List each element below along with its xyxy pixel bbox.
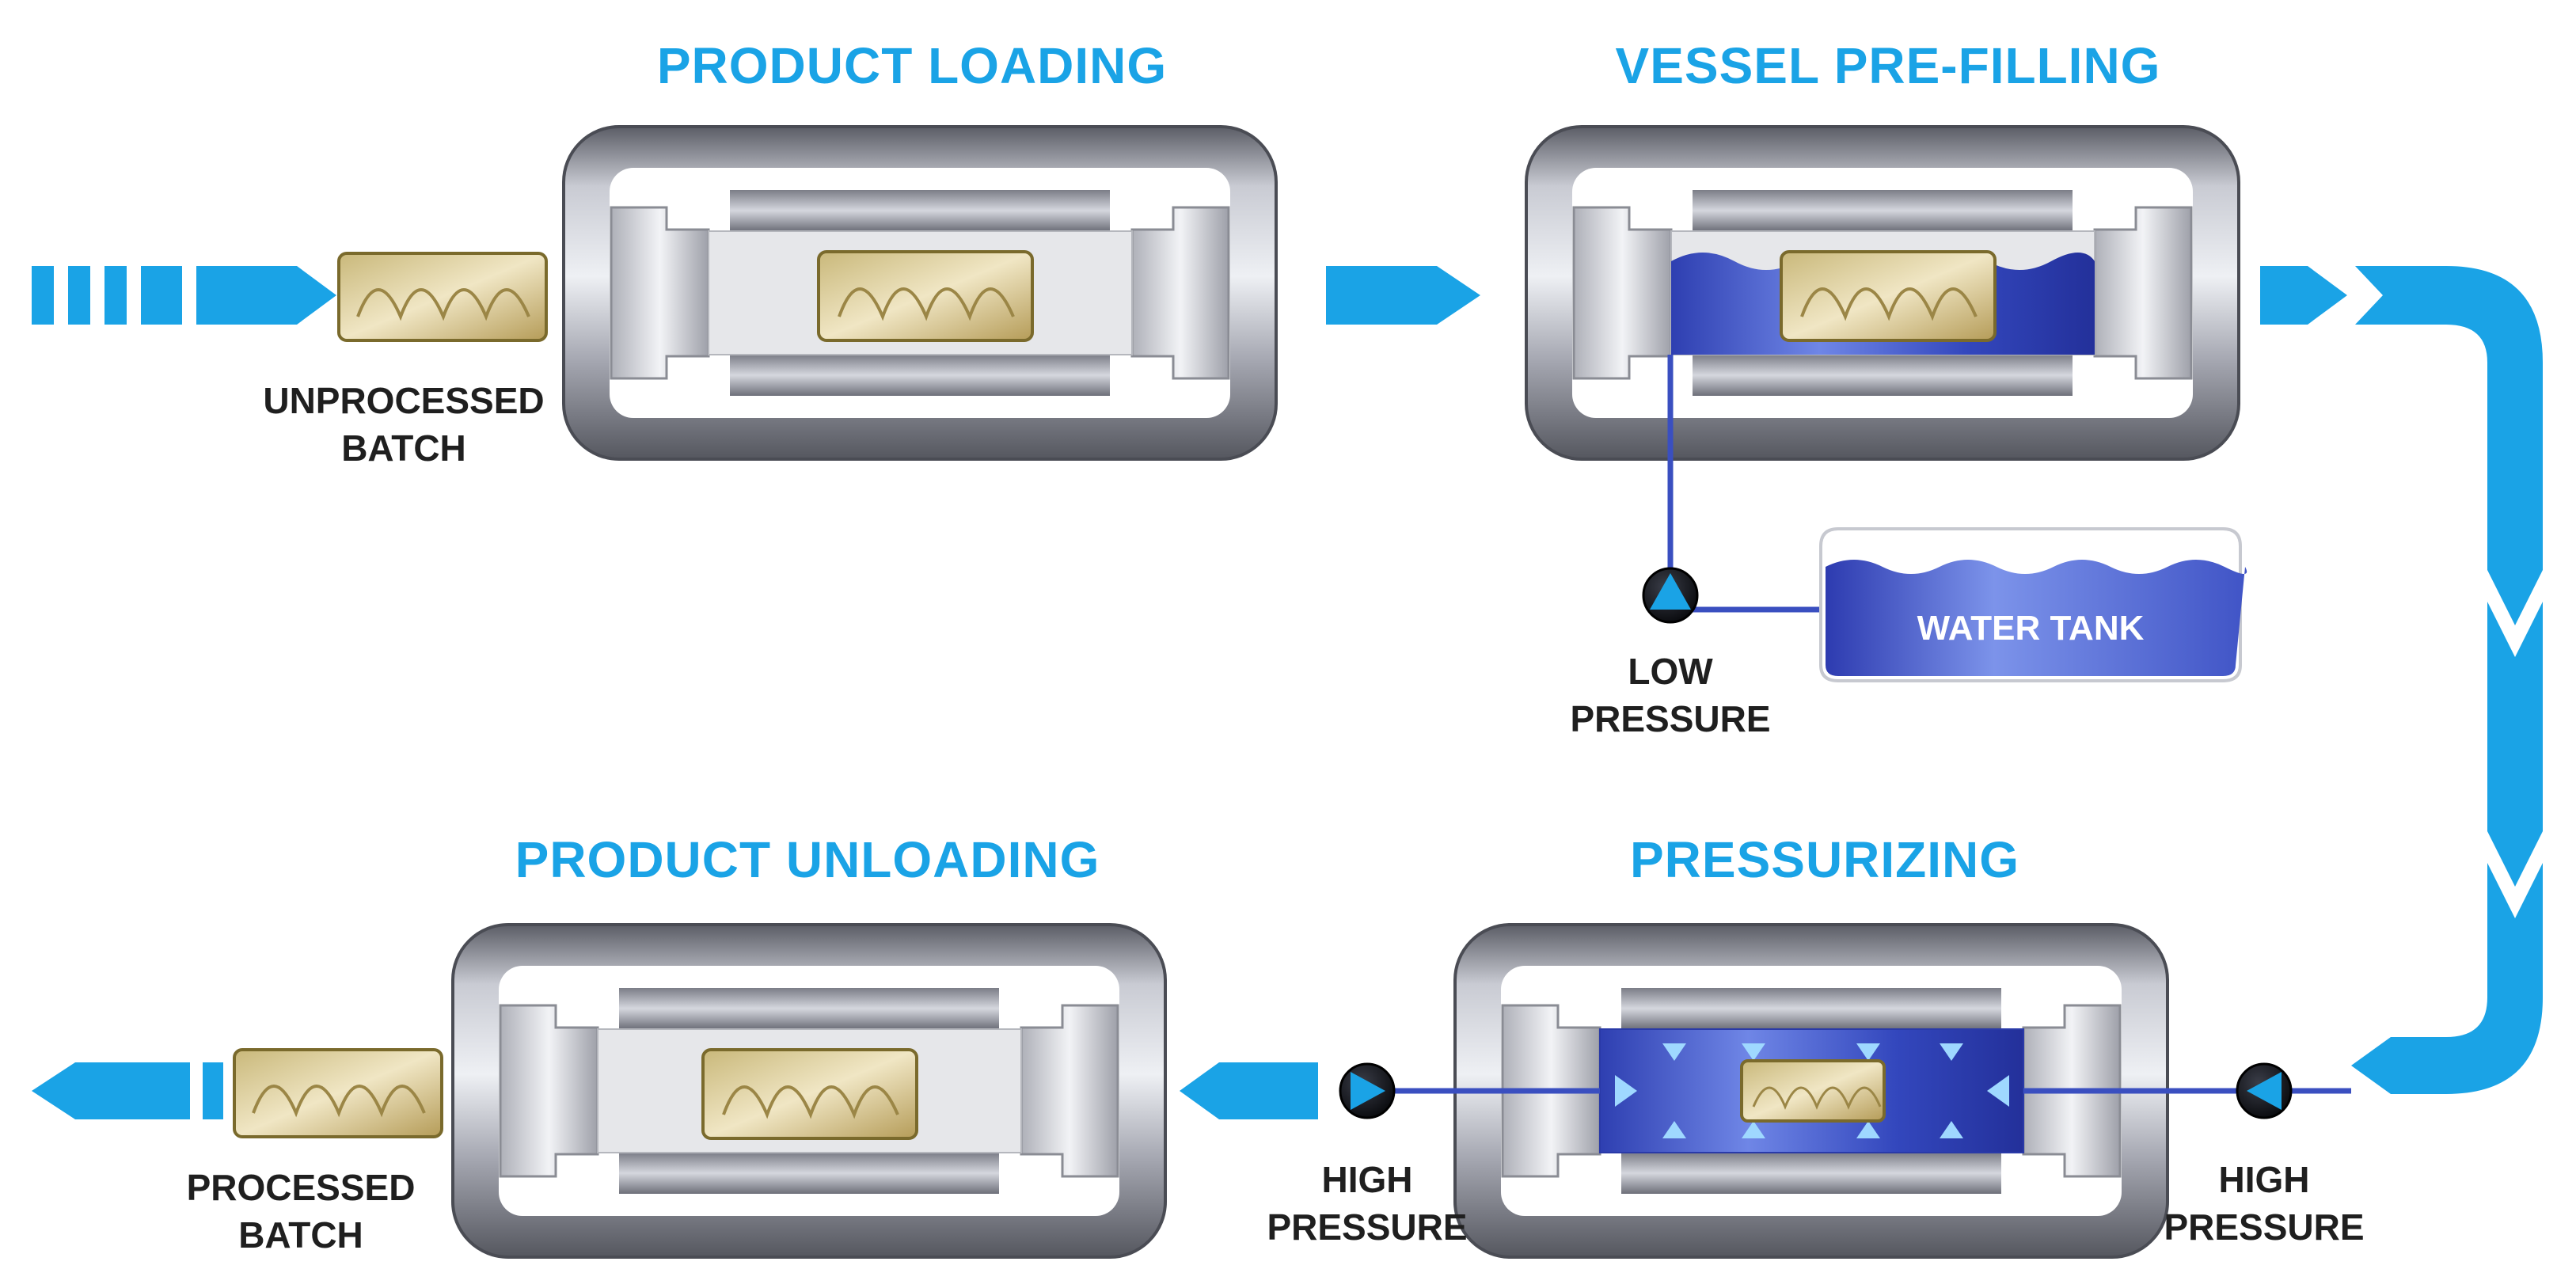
flow-arrow-icon	[2351, 1037, 2391, 1094]
product-batch-icon	[1740, 1059, 1886, 1123]
stage-title-product-unloading: PRODUCT UNLOADING	[515, 831, 1100, 888]
label-high-pressure-right-line1: HIGH	[2219, 1159, 2310, 1200]
vessel-pressurizing	[1453, 923, 2169, 1259]
flow-arrow-icon	[1180, 1062, 1318, 1119]
stage-title-product-loading: PRODUCT LOADING	[657, 37, 1167, 94]
label-high-pressure-right-line2: PRESSURE	[2164, 1206, 2364, 1248]
label-low-pressure-line2: PRESSURE	[1570, 698, 1770, 739]
water-tank: WATER TANK	[1819, 527, 2247, 682]
stage-title-vessel-prefilling: VESSEL PRE-FILLING	[1616, 37, 2161, 94]
vessel-product-loading	[562, 125, 1278, 461]
vessel-prefilling	[1525, 125, 2240, 461]
label-low-pressure-line1: LOW	[1628, 651, 1713, 692]
transfer-path	[2260, 266, 2543, 1094]
flow-arrow-icon	[196, 266, 336, 325]
vessel-product-unloading	[451, 923, 1167, 1259]
product-batch-icon	[233, 1048, 443, 1138]
flow-arrow-icon	[2260, 266, 2347, 325]
product-batch-icon	[701, 1048, 918, 1140]
label-unprocessed-line2: BATCH	[341, 427, 466, 469]
label-unprocessed-line1: UNPROCESSED	[263, 380, 544, 421]
product-batch-icon	[1780, 250, 1997, 342]
water-tank-label: WATER TANK	[1917, 609, 2145, 648]
pressure-arrows	[1615, 1043, 2009, 1138]
label-processed-line2: BATCH	[238, 1214, 363, 1256]
pump-icon	[1339, 1062, 1396, 1119]
pump-icon	[1642, 567, 1699, 624]
label-high-pressure-left-line1: HIGH	[1322, 1159, 1413, 1200]
output-conveyor	[32, 1062, 223, 1119]
product-batch-icon	[817, 250, 1034, 342]
flow-arrow-icon	[32, 1062, 190, 1119]
product-batch-icon	[337, 252, 548, 342]
label-high-pressure-left-line2: PRESSURE	[1267, 1206, 1467, 1248]
pump-icon	[2236, 1062, 2293, 1119]
input-conveyor	[32, 266, 336, 325]
label-processed-line1: PROCESSED	[187, 1167, 416, 1208]
flow-arrow-icon	[1326, 266, 1480, 325]
stage-title-pressurizing: PRESSURIZING	[1630, 831, 2019, 888]
